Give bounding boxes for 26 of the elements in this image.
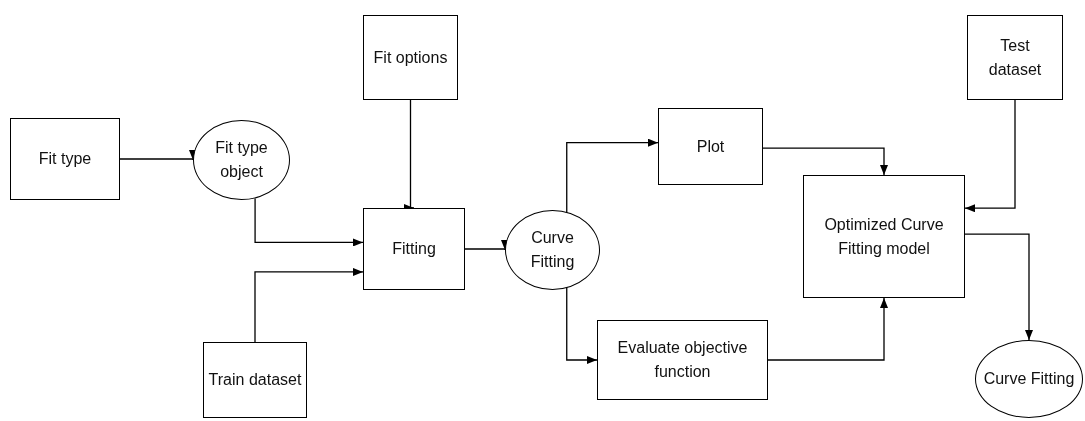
- arrow: [566, 286, 598, 364]
- node-label: Fit type object: [214, 138, 269, 182]
- arrow: [566, 138, 659, 214]
- node-label: Test dataset: [987, 35, 1043, 80]
- process-box: [203, 342, 307, 418]
- node-label: Train dataset: [208, 370, 302, 390]
- process-box: [597, 320, 768, 400]
- process-box: [10, 118, 120, 200]
- process-box: [658, 108, 763, 185]
- arrow: [964, 99, 1016, 213]
- node-label: Plot: [696, 136, 725, 157]
- node-label: Fit type: [38, 149, 92, 169]
- process-box: [967, 15, 1063, 100]
- arrow: [964, 233, 1033, 341]
- node-label: Curve Fitting: [983, 369, 1075, 389]
- arrow: [254, 267, 364, 343]
- node-label: Curve Fitting: [529, 228, 576, 272]
- process-box: [803, 175, 965, 298]
- node-label: Fitting: [392, 239, 436, 259]
- arrow: [767, 297, 888, 361]
- process-box: [363, 15, 458, 100]
- process-box: [363, 208, 465, 290]
- arrow: [762, 147, 888, 176]
- node-label: Optimized Curve Fitting model: [823, 214, 945, 259]
- node-label: Evaluate objective function: [616, 338, 749, 382]
- node-label: Fit options: [373, 47, 448, 68]
